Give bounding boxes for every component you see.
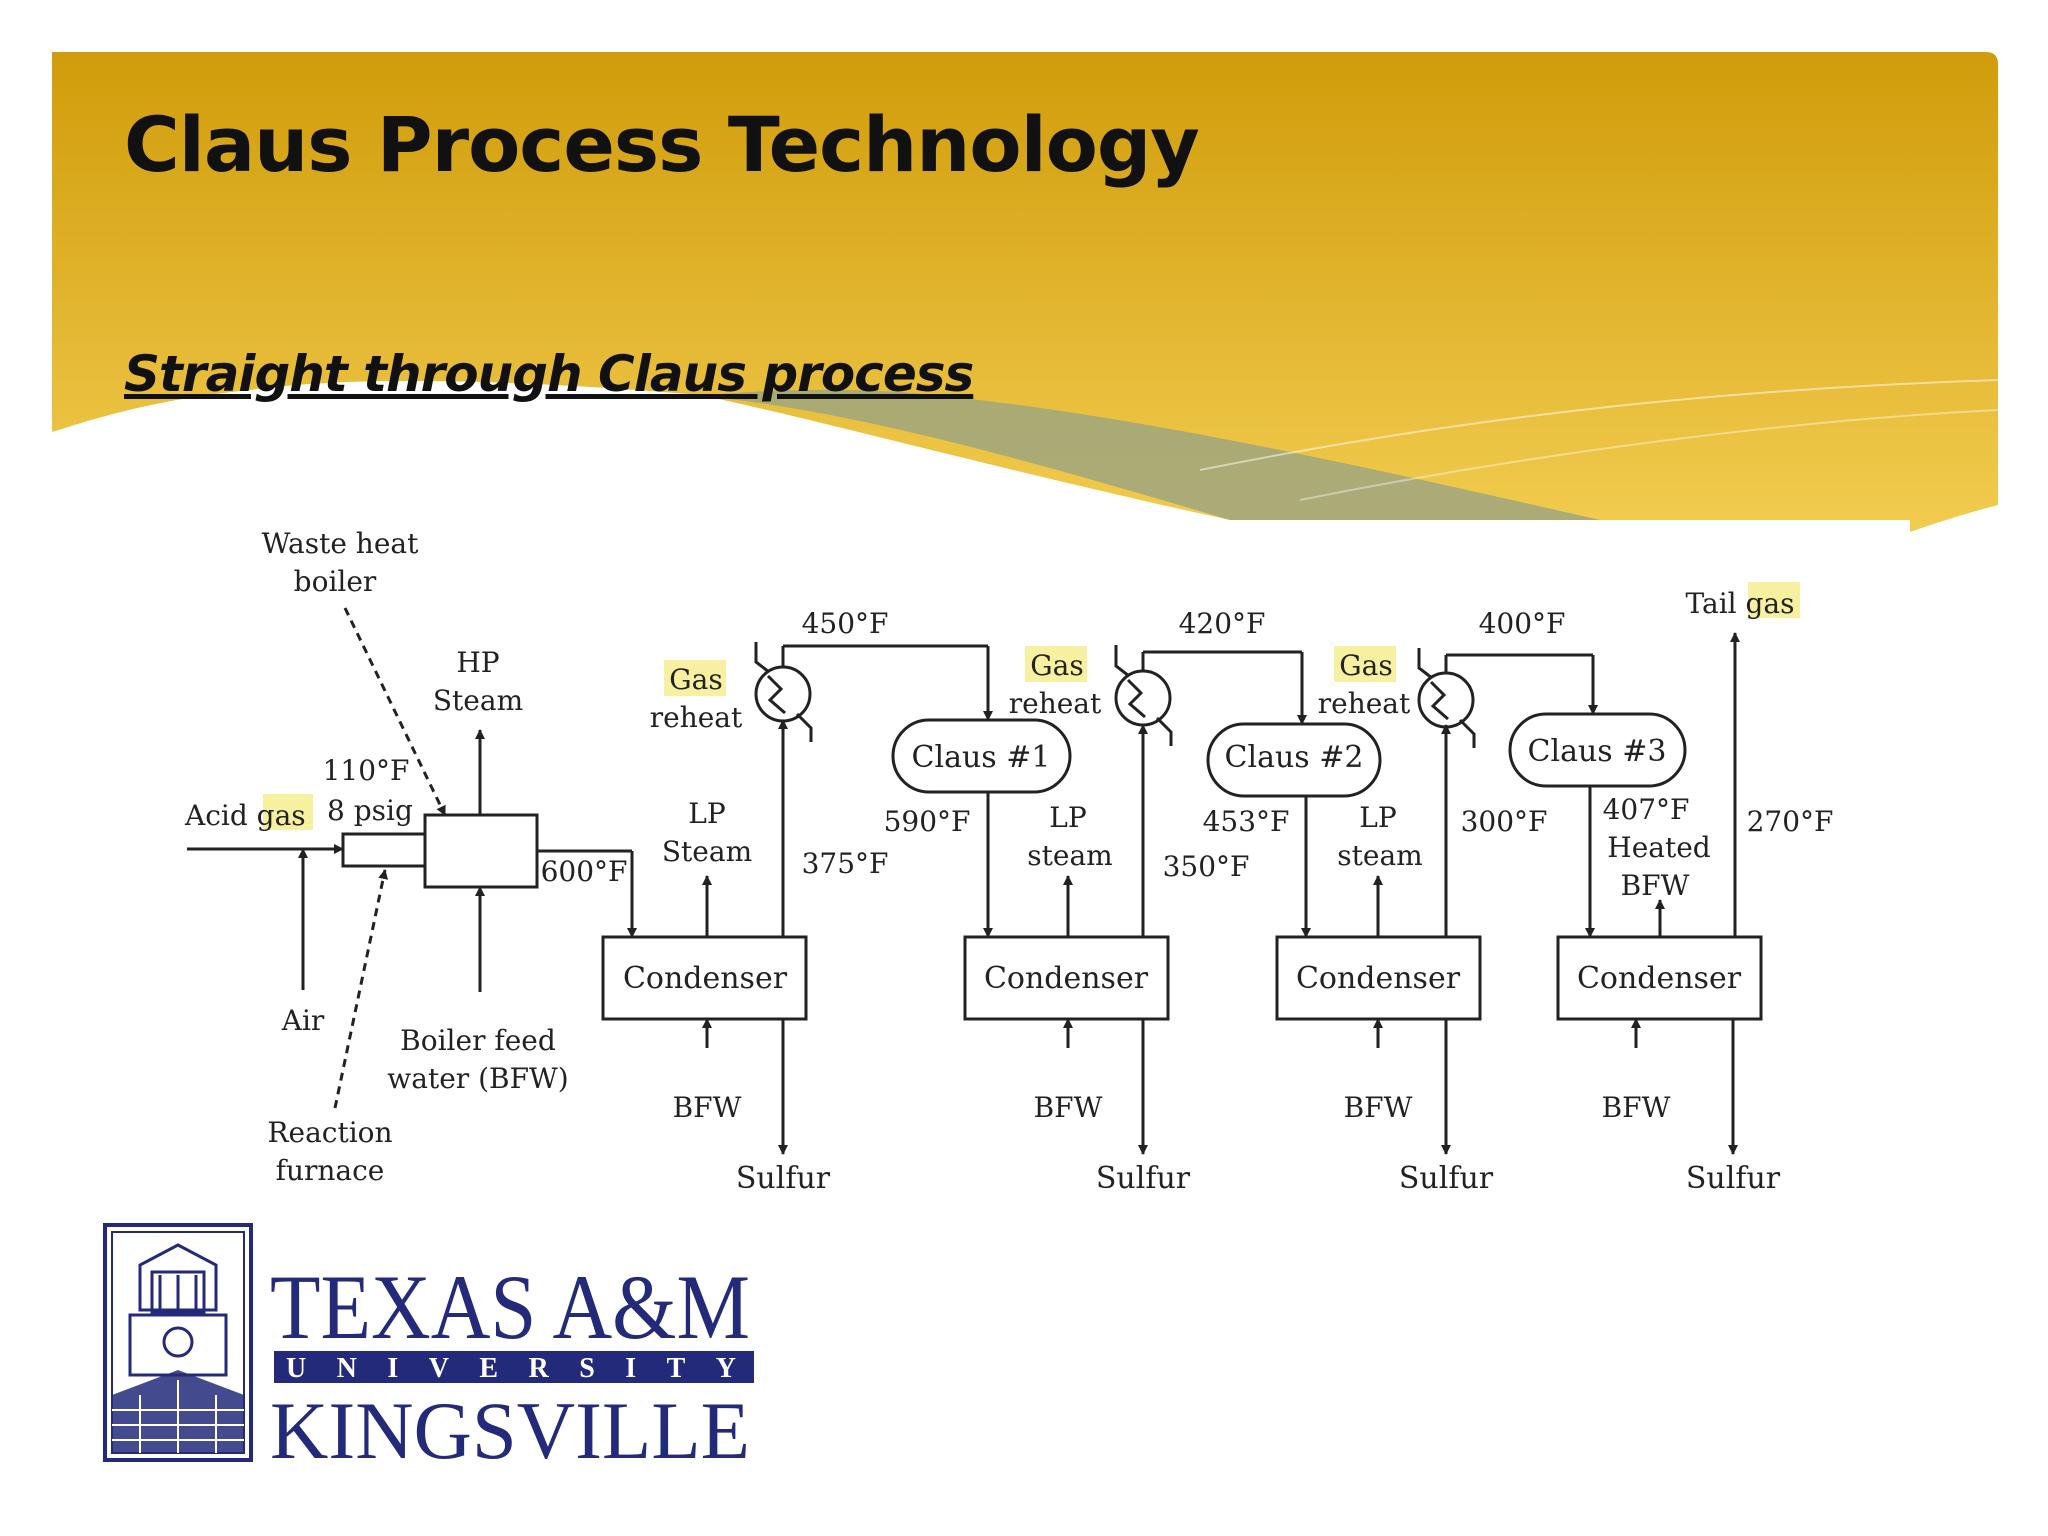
claus-3-reactor <box>1508 712 1687 788</box>
feed-pressure-label: 8 psig <box>327 794 413 827</box>
highlight-gas-reheat-2 <box>1025 646 1087 682</box>
claus-3-label: Claus #3 <box>1528 734 1667 769</box>
condenser-1-label: Condenser <box>623 961 788 996</box>
gas-reheat-1-label-line2: reheat <box>650 701 743 734</box>
heated-bfw-label-line1: Heated <box>1607 831 1711 864</box>
sulfur-2-label: Sulfur <box>1096 1161 1191 1196</box>
bfw-4-label: BFW <box>1602 1091 1671 1124</box>
feed-temp-label: 110°F <box>323 754 410 787</box>
condenser-outlet-temp-3-label: 300°F <box>1461 805 1548 838</box>
claus-2-label: Claus #2 <box>1225 740 1364 775</box>
logo-line-texas-am: TEXAS A&M <box>270 1256 750 1358</box>
claus-1-label: Claus #1 <box>912 740 1051 775</box>
boiler-feed-water-label-line2: water (BFW) <box>387 1062 568 1095</box>
reaction-furnace-box <box>341 832 427 868</box>
air-label: Air <box>281 1004 325 1037</box>
condenser-4-label: Condenser <box>1577 961 1742 996</box>
tail-gas-label: Tail gas <box>1686 587 1795 620</box>
sulfur-4-label: Sulfur <box>1686 1161 1781 1196</box>
claus-1-reactor <box>891 718 1072 794</box>
condenser-3-label: Condenser <box>1296 961 1461 996</box>
college-hall-icon <box>103 1223 253 1462</box>
condenser-outlet-temp-1-label: 375°F <box>802 847 889 880</box>
logo-university-bar <box>274 1351 754 1383</box>
heated-bfw-label-line2: BFW <box>1621 869 1690 902</box>
lp-steam-2-label-line1: LP <box>1049 801 1086 834</box>
bfw-1-label: BFW <box>673 1091 742 1124</box>
reheat-temp-1-label: 450°F <box>802 607 889 640</box>
slide-title: Claus Process Technology <box>124 100 1200 189</box>
gas-reheat-2-label-line2: reheat <box>1009 687 1102 720</box>
boiler-feed-water-label-line1: Boiler feed <box>400 1024 556 1057</box>
logo-line-kingsville: KINGSVILLE <box>270 1385 750 1465</box>
lp-steam-2-label-line2: steam <box>1027 839 1112 872</box>
claus-2-reactor <box>1206 722 1382 798</box>
bfw-2-label: BFW <box>1034 1091 1103 1124</box>
sulfur-1-label: Sulfur <box>736 1161 831 1196</box>
gas-reheat-2-label-line1: Gas <box>1030 649 1083 682</box>
condenser-outlet-temp-2-label: 350°F <box>1163 850 1250 883</box>
highlight-gas-reheat-3 <box>1334 646 1396 682</box>
acid-gas-label: Acid gas <box>184 799 306 832</box>
highlight-acid-gas <box>263 794 313 830</box>
lp-steam-3-label-line2: steam <box>1337 839 1422 872</box>
lp-steam-3-label-line1: LP <box>1359 801 1396 834</box>
reactor-outlet-temp-3-label: 407°F <box>1603 793 1690 826</box>
reheat-temp-3-label: 400°F <box>1479 607 1566 640</box>
highlight-tail-gas <box>1748 582 1800 618</box>
reaction-furnace-label-line1: Reaction <box>267 1116 392 1149</box>
hp-steam-label-line1: HP <box>456 646 499 679</box>
reaction-furnace-label-line2: furnace <box>276 1154 385 1187</box>
lp-steam-1-label-line2: Steam <box>662 835 752 868</box>
reactor-outlet-temp-2-label: 453°F <box>1203 805 1290 838</box>
waste-heat-boiler-label-line2: boiler <box>294 565 377 598</box>
gas-reheat-3-label-line1: Gas <box>1339 649 1392 682</box>
boiler-outlet-temp-label: 600°F <box>541 855 628 888</box>
title-banner <box>52 52 1999 532</box>
gas-reheat-1-label-line1: Gas <box>669 663 722 696</box>
waste-heat-boiler-box <box>423 813 539 889</box>
condenser-outlet-temp-4-label: 270°F <box>1747 805 1834 838</box>
lp-steam-1-label-line1: LP <box>688 797 725 830</box>
gas-reheat-3-label-line2: reheat <box>1318 687 1411 720</box>
slide-subtitle: Straight through Claus process <box>124 345 974 403</box>
highlight-gas-reheat-1 <box>664 660 726 696</box>
reactor-outlet-temp-1-label: 590°F <box>884 805 971 838</box>
reheat-temp-2-label: 420°F <box>1179 607 1266 640</box>
tamuk-logo: TEXAS A&M UNIVERSITY KINGSVILLE <box>103 1223 754 1465</box>
sulfur-3-label: Sulfur <box>1399 1161 1494 1196</box>
bfw-3-label: BFW <box>1344 1091 1413 1124</box>
condenser-2-label: Condenser <box>984 961 1149 996</box>
hp-steam-label-line2: Steam <box>433 684 523 717</box>
waste-heat-boiler-label-line1: Waste heat <box>262 527 419 560</box>
